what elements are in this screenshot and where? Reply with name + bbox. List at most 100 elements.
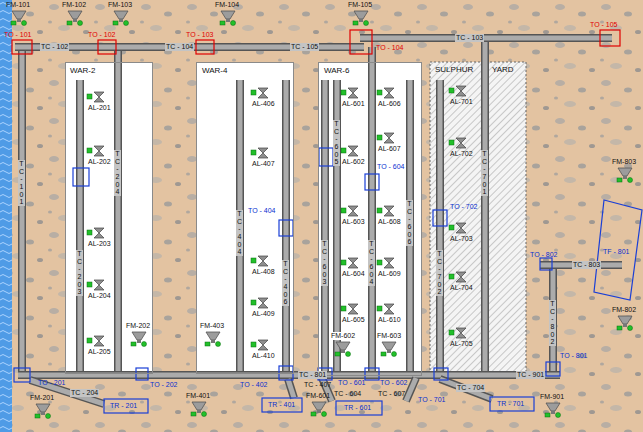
equipment-tag: TO - 604 xyxy=(377,163,405,171)
conveyor-belt xyxy=(333,80,341,375)
conveyor-belt xyxy=(370,47,375,375)
stacker-icon xyxy=(449,223,466,233)
water-strip xyxy=(0,0,12,432)
conveyor-belt xyxy=(30,380,104,404)
equipment-tag: AL-408 xyxy=(252,268,275,276)
stacker-icon xyxy=(251,298,268,308)
equipment-tag: TR - 401 xyxy=(268,401,295,409)
conveyor-tag: TC - 603 xyxy=(321,240,328,286)
transfer-box xyxy=(104,399,148,413)
area-name: YARD xyxy=(492,65,514,74)
feeder-hopper xyxy=(35,404,51,419)
conveyor-tag: TC - 203 xyxy=(76,250,83,296)
stacker-icon xyxy=(341,146,358,156)
equipment-tag: AL-607 xyxy=(378,145,401,153)
warehouse-floor xyxy=(196,62,294,374)
stacker-icon xyxy=(449,272,466,282)
feeder-hopper xyxy=(617,316,633,331)
stacker-icon xyxy=(341,304,358,314)
conveyor-belt xyxy=(440,379,492,399)
stacker-icon xyxy=(377,258,394,268)
stacker-icon xyxy=(377,206,394,216)
equipment-tag: TC - 607 xyxy=(378,390,405,398)
equipment-tag: TO - 702 xyxy=(450,203,478,211)
stacker-icon xyxy=(377,133,394,143)
conveyor-belt xyxy=(360,34,612,42)
conveyor-tag: TC - 204 xyxy=(114,150,121,196)
conveyor-belt xyxy=(288,379,294,398)
equipment-tag: TR - 201 xyxy=(110,402,137,410)
transfer-box xyxy=(98,40,116,54)
conveyor-tag: TC - 702 xyxy=(436,250,443,296)
equipment-tag: TR - 701 xyxy=(497,400,524,408)
equipment-tag: TO - 404 xyxy=(248,207,276,215)
conveyor-belt xyxy=(18,47,26,375)
equipment-tag: FM-602 xyxy=(330,332,356,340)
equipment-tag: TO - 402 xyxy=(240,381,268,389)
equipment-tag: FM-403 xyxy=(200,322,224,330)
conveyor-belt xyxy=(284,80,289,375)
equipment-tag: AL-606 xyxy=(378,100,401,108)
equipment-tag: AL-601 xyxy=(342,100,365,108)
equipment-tag: TF - 801 xyxy=(603,248,629,256)
stacker-icon xyxy=(449,138,466,148)
equipment-tag: TC - 901 xyxy=(516,371,545,379)
transfer-box xyxy=(262,398,302,412)
area-name: SULPHUR xyxy=(435,65,473,74)
conveyor-belt xyxy=(436,80,444,375)
equipment-tag: TC - 704 xyxy=(456,384,485,392)
equipment-tag: TO - 201 xyxy=(38,379,66,387)
equipment-tag: TC - 803 xyxy=(572,261,601,269)
stacker-icon xyxy=(87,146,104,156)
equipment-tag: AL-204 xyxy=(88,292,111,300)
conveyor-belt xyxy=(368,47,376,375)
transfer-box xyxy=(336,401,382,415)
stacker-icon xyxy=(341,206,358,216)
feeder-hopper xyxy=(311,402,327,417)
feeder-hopper xyxy=(131,332,147,347)
conveyor-belt xyxy=(440,379,492,399)
transfer-box xyxy=(14,368,30,382)
feeder-hopper xyxy=(67,11,83,26)
conveyor-belt xyxy=(30,380,104,404)
conveyor-tag: TC - 404 xyxy=(236,210,243,256)
equipment-tag: AL-410 xyxy=(252,352,275,360)
transfer-box xyxy=(196,40,214,54)
tripper-outline xyxy=(594,200,642,300)
transfer-box xyxy=(319,148,333,166)
equipment-tag: FM-202 xyxy=(126,322,150,330)
equipment-tag: AL-702 xyxy=(450,150,473,158)
stacker-icon xyxy=(87,228,104,238)
yard-floor xyxy=(430,62,526,378)
conveyor-belt xyxy=(282,80,290,375)
conveyor-tag: TC - 606 xyxy=(406,200,413,246)
stacker-icon xyxy=(341,88,358,98)
equipment-tag: AL-406 xyxy=(252,100,275,108)
equipment-tag: TC - 204 xyxy=(70,389,99,397)
equipment-tag: FM-105 xyxy=(348,1,372,9)
transfer-box xyxy=(279,220,293,236)
equipment-tag: TO - 105 xyxy=(590,21,618,29)
conveyor-belt xyxy=(76,80,84,375)
equipment-tag: AL-205 xyxy=(88,348,111,356)
equipment-tag: AL-604 xyxy=(342,270,365,278)
equipment-tag: AL-202 xyxy=(88,158,111,166)
transfer-box xyxy=(600,30,620,46)
equipment-tag: TO - 601 xyxy=(338,379,366,387)
equipment-tag: AL-409 xyxy=(252,310,275,318)
conveyor-tag: TC - 406 xyxy=(282,260,289,306)
feeder-hopper xyxy=(353,11,369,26)
equipment-tag: TC - 604 xyxy=(334,390,361,398)
equipment-tag: TO - 103 xyxy=(186,31,214,39)
conveyor-belt xyxy=(549,265,557,375)
conveyor-belt xyxy=(288,379,294,398)
equipment-tag: FM-104 xyxy=(215,1,239,9)
equipment-tag: AL-201 xyxy=(88,104,111,112)
stacker-icon xyxy=(341,258,358,268)
stacker-icon xyxy=(449,86,466,96)
equipment-tag: FM-102 xyxy=(62,1,86,9)
transfer-box xyxy=(540,258,552,270)
sulphur-yard-area: SULPHUR YARD xyxy=(430,62,526,378)
area-name: WAR-6 xyxy=(324,66,349,75)
